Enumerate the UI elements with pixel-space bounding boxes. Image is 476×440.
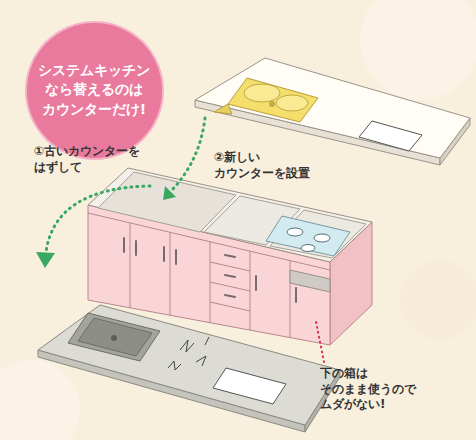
note-leader [316,322,324,362]
step-label: ②新しい カウンターを設置 [214,150,310,181]
new-sink-part [228,78,318,122]
new-sink-part [276,95,308,111]
cabinet-body-part [210,262,250,271]
cabinet-handles-part [295,288,297,302]
cooktop [266,216,350,256]
cabinet-handles-part [225,275,235,277]
oven-panel [290,270,330,292]
new-sink-part [269,101,275,107]
cooktop-part [287,228,303,236]
cabinet-body-part [210,302,250,311]
new-sink-part [214,104,232,114]
crack-marks-part [196,356,206,366]
install-arrow-part [172,118,205,190]
cooktop-part [314,234,330,242]
new-cooktop-hole [359,121,422,151]
install-arrow [172,118,205,190]
cabinet-handles-part [175,250,177,264]
cooktop-part [266,216,350,256]
crack-marks-part [205,337,209,345]
crack-marks [168,337,209,370]
old-cooktop-hole-part [213,368,286,404]
cabinet-handles-part [225,255,235,257]
new-sink [214,78,318,122]
remove-arrow [46,186,150,252]
crack-marks-part [168,361,181,370]
note-leader-part [316,322,324,362]
cabinet-body-part [130,223,131,308]
step-label: 下の箱は そのまま使うので ムダがない! [320,366,416,413]
old-counter-part [38,305,340,425]
old-cooktop-hole [213,368,286,404]
background-pattern-part [360,0,476,100]
cabinet-handles-part [225,295,235,297]
cabinet-body-part [170,232,171,315]
cabinet-body-part [210,282,250,291]
remove-arrow-part [46,186,150,252]
background-pattern-part [400,260,476,340]
remove-arrowhead [36,252,55,268]
old-sink-part [78,318,152,356]
new-counter [195,58,470,165]
install-arrowhead [163,186,176,200]
cabinet-handles-part [123,238,125,252]
crack-marks-part [180,340,194,352]
headline-text: システムキッチン なら替えるのは カウンターだけ! [38,61,150,120]
oven-panel-part [290,270,330,292]
cabinet-handles-part [163,247,165,261]
new-sink-part [244,84,280,102]
old-sink-part [68,313,160,361]
new-counter-part [195,58,470,158]
headline-circle: システムキッチン なら替えるのは カウンターだけ! [27,23,162,158]
old-sink [68,313,160,361]
old-counter [38,305,340,432]
cabinet-handles [124,238,296,302]
cabinet-body-part [88,168,372,262]
cooktop-part [301,245,315,252]
new-cooktop-hole-part [359,121,422,151]
old-sink-part [111,335,117,341]
cabinet-handles-part [255,276,257,290]
background-pattern-part [0,360,80,440]
cabinet-handles-part [135,241,137,255]
step-label: ①古いカウンターを はずして [34,144,140,175]
